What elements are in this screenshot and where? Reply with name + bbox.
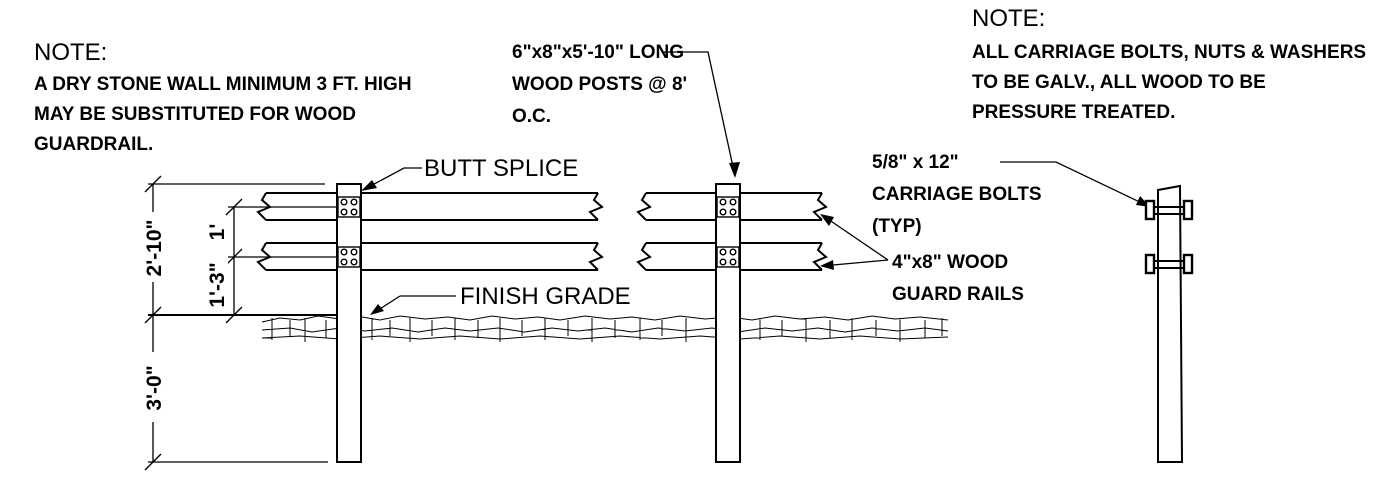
- bolt-side-upper: [1144, 199, 1194, 221]
- dim-embedment-label: 3'-0": [143, 365, 166, 410]
- post-middle-bolts-lower: [716, 246, 740, 268]
- ground-hatching: [261, 315, 949, 342]
- note-left-heading: NOTE:: [34, 39, 107, 66]
- rails-callout: 4"x8" WOOD GUARD RAILS: [820, 214, 1024, 305]
- dimension-embedment: 3'-0": [140, 315, 328, 471]
- rails-callout-line-2: GUARD RAILS: [892, 284, 1024, 305]
- rail-left-upper: [256, 192, 604, 221]
- rails-leader-upper: [821, 214, 889, 261]
- note-right-line-1: ALL CARRIAGE BOLTS, NUTS & WASHERS: [972, 42, 1366, 63]
- rails-callout-line-1: 4"x8" WOOD: [892, 252, 1008, 273]
- butt-splice-arrowhead: [361, 180, 377, 191]
- splice-bolts-upper: [337, 196, 361, 218]
- ground: FINISH GRADE: [148, 283, 949, 342]
- post-left: [336, 183, 362, 463]
- bolt-side-lower: [1144, 253, 1194, 275]
- posts-leader-arrowhead: [729, 162, 740, 178]
- dim-total-above-grade-label: 2'-10": [143, 220, 166, 277]
- dimension-total-above-grade: 2'-10": [140, 175, 325, 324]
- butt-splice-leader-line: [362, 167, 422, 191]
- bolts-callout-line-3: (TYP): [872, 216, 922, 237]
- splice-bolts-lower: [337, 246, 361, 268]
- dim-rail-spacing-label: 1': [206, 224, 229, 241]
- bolts-callout-line-1: 5/8" x 12": [872, 152, 959, 173]
- note-left-line-1: A DRY STONE WALL MINIMUM 3 FT. HIGH: [34, 74, 412, 95]
- note-left: NOTE: A DRY STONE WALL MINIMUM 3 FT. HIG…: [34, 39, 412, 155]
- note-left-line-3: GUARDRAIL.: [34, 134, 153, 155]
- bolts-callout-line-2: CARRIAGE BOLTS: [872, 184, 1042, 205]
- post-middle: [715, 183, 741, 463]
- post-side-view: [1144, 184, 1194, 463]
- posts-leader-line: [662, 51, 736, 177]
- dim-bottom-rail-label: 1'-3": [206, 262, 229, 307]
- posts-callout: 6"x8"x5'-10" LONG WOOD POSTS @ 8' O.C.: [512, 42, 740, 178]
- posts-callout-line-2: WOOD POSTS @ 8': [512, 74, 687, 95]
- posts-callout-line-3: O.C.: [512, 106, 551, 127]
- bolts-callout: 5/8" x 12" CARRIAGE BOLTS (TYP): [872, 152, 1150, 237]
- note-right-heading: NOTE:: [972, 5, 1045, 32]
- butt-splice-callout: BUTT SPLICE: [361, 155, 578, 191]
- note-right-line-3: PRESSURE TREATED.: [972, 102, 1175, 123]
- finish-grade-label: FINISH GRADE: [460, 283, 631, 310]
- note-left-line-2: MAY BE SUBSTITUTED FOR WOOD: [34, 104, 356, 125]
- dimension-rail-spacing: 1' 1'-3": [206, 198, 336, 324]
- rails-arrowhead-lower: [820, 260, 834, 270]
- finish-grade-arrowhead: [370, 304, 384, 315]
- bolts-leader-line: [1000, 161, 1149, 207]
- note-right: NOTE: ALL CARRIAGE BOLTS, NUTS & WASHERS…: [972, 5, 1366, 123]
- butt-splice-label: BUTT SPLICE: [424, 155, 578, 182]
- posts-callout-line-1: 6"x8"x5'-10" LONG: [512, 42, 684, 63]
- rails-arrowhead-upper: [820, 214, 834, 226]
- note-right-line-2: TO BE GALV., ALL WOOD TO BE: [972, 72, 1266, 93]
- post-middle-bolts-upper: [716, 196, 740, 218]
